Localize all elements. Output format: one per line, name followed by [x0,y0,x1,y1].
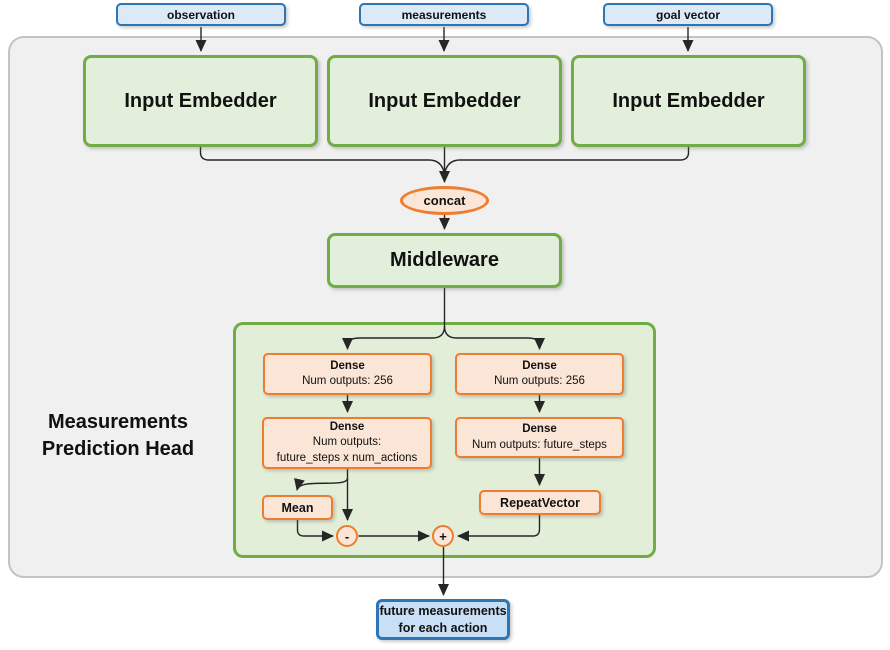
input-embedder-3-label: Input Embedder [612,89,765,112]
dense-action-1-title: Dense [330,359,365,372]
concat-node: concat [400,186,489,215]
input-node-measurements: measurements [359,3,529,26]
input-node-observation-label: observation [166,7,235,22]
dense-measure-2-detail: Num outputs: future_steps [472,438,607,451]
dense-action-2-detail-line1: Num outputs: [312,436,382,449]
input-node-goal-vector: goal vector [603,3,773,26]
dense-measure-1-title: Dense [522,359,557,372]
repeat-vector-node: RepeatVector [479,490,601,515]
dense-action-2: Dense Num outputs: future_steps x num_ac… [262,417,432,469]
input-node-measurements-label: measurements [401,7,487,22]
output-label-line2: for each action [398,620,488,635]
dense-measure-2-title: Dense [522,423,557,435]
mean-label: Mean [281,500,314,515]
input-embedder-2-label: Input Embedder [368,89,521,112]
prediction-head-title-line2: Prediction Head [41,438,195,460]
output-node: future measurements for each action [376,599,510,640]
input-embedder-1-label: Input Embedder [124,89,277,112]
dense-measure-1-detail: Num outputs: 256 [494,375,585,387]
input-embedder-2: Input Embedder [327,55,562,147]
input-node-goal-vector-label: goal vector [655,7,721,22]
dense-measure-2: Dense Num outputs: future_steps [455,417,624,458]
add-node: + [432,525,454,547]
prediction-head-title: Measurements Prediction Head [18,409,218,463]
repeat-vector-label: RepeatVector [500,495,580,510]
dense-action-2-title: Dense [329,420,365,433]
middleware-node: Middleware [327,233,562,288]
middleware-label: Middleware [390,249,499,271]
dense-action-1-detail: Num outputs: 256 [302,375,393,387]
dense-measure-1: Dense Num outputs: 256 [455,353,624,395]
subtract-label: - [344,528,350,544]
output-label-line1: future measurements [379,604,507,618]
input-node-observation: observation [116,3,286,26]
dense-action-1: Dense Num outputs: 256 [263,353,432,395]
input-embedder-3: Input Embedder [571,55,806,147]
dense-action-2-detail-line2: future_steps x num_actions [276,451,418,464]
subtract-node: - [336,525,358,547]
concat-label: concat [423,193,466,208]
prediction-head-title-line1: Measurements [47,411,189,433]
add-label: + [439,528,447,544]
mean-node: Mean [262,495,333,520]
input-embedder-1: Input Embedder [83,55,318,147]
